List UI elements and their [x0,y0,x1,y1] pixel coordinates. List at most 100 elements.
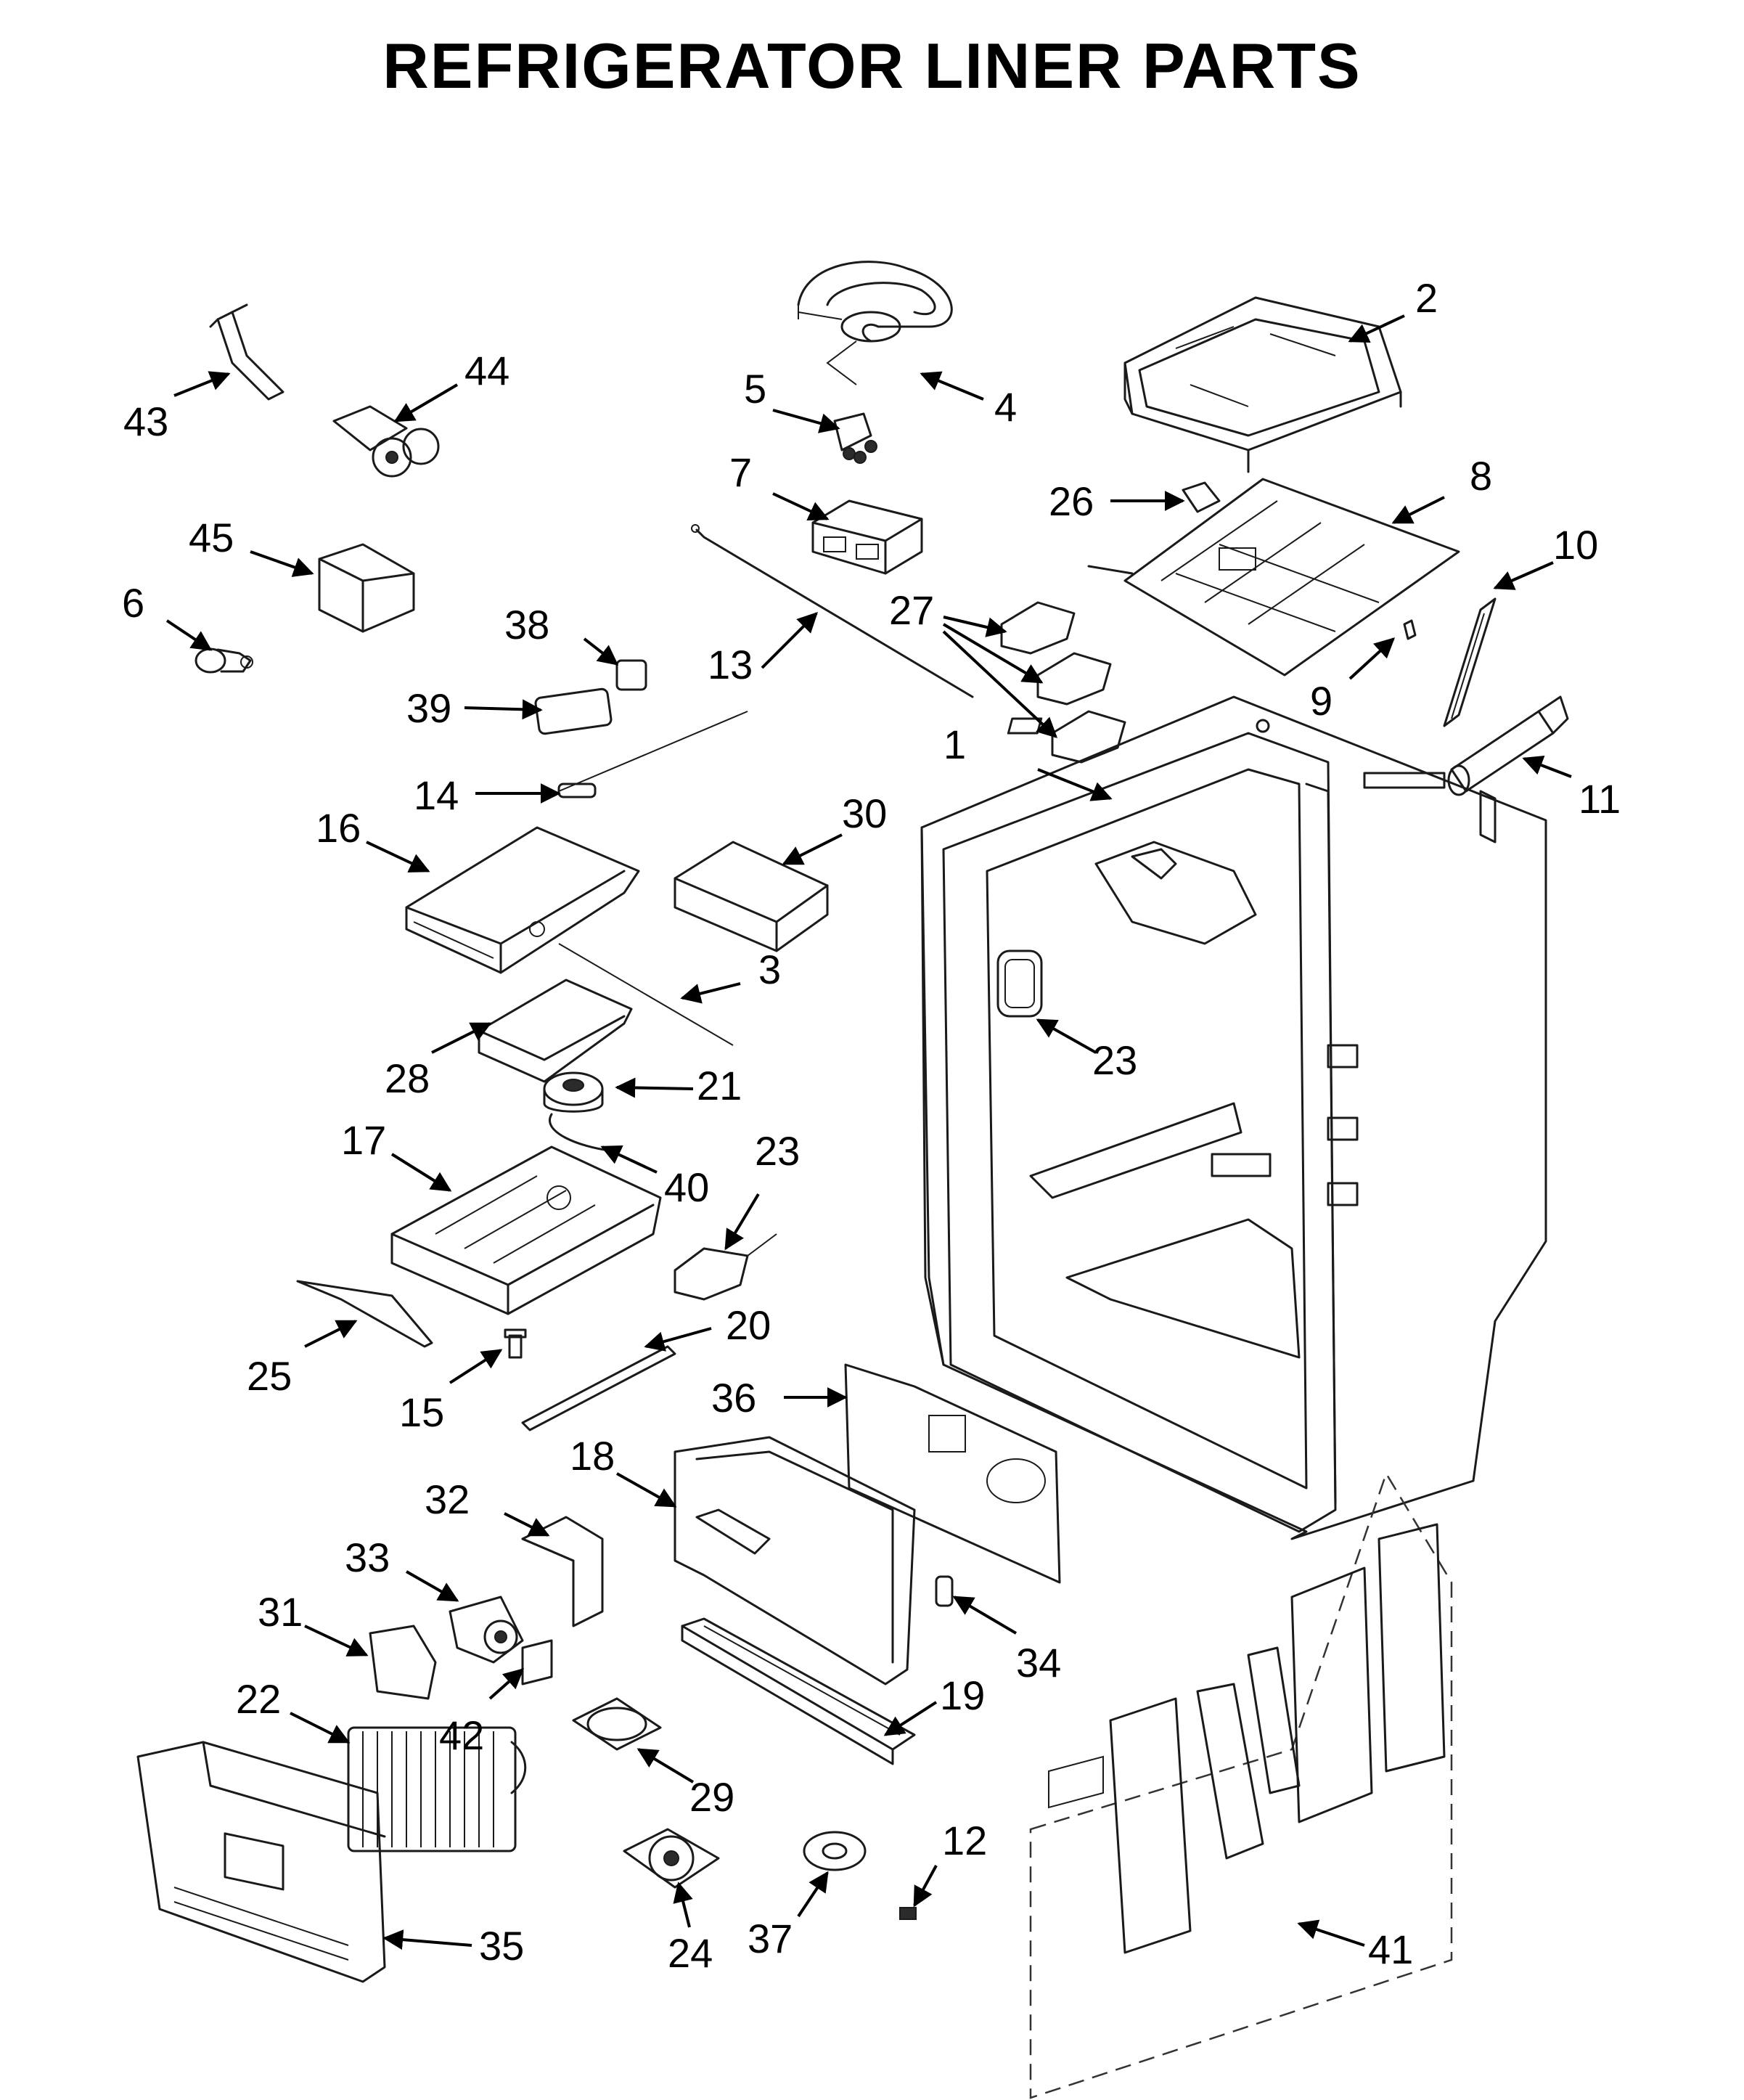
leader-16 [366,841,430,873]
callout-24: 24 [668,1930,713,1976]
callout-17: 17 [341,1117,386,1163]
part-28-bracket [478,978,633,1083]
part-33-motor [449,1596,524,1664]
callout-4: 4 [994,384,1017,430]
callout-35: 35 [479,1923,524,1969]
callout-19: 19 [940,1672,985,1718]
part-40-hose [549,1113,611,1152]
callout-11: 11 [1579,776,1621,822]
part-36-panel [844,1363,1061,1584]
part-37-ring [803,1831,867,1871]
callout-18: 18 [570,1433,615,1479]
callout-41: 41 [1368,1927,1413,1972]
callout-34: 34 [1016,1640,1061,1686]
leader-4 [920,371,984,401]
part-14-sensor [557,711,748,798]
leader-27a [943,616,1007,637]
callout-38: 38 [504,602,549,647]
leader-29 [636,1748,695,1784]
callout-39: 39 [406,685,451,731]
leader-17 [390,1153,452,1192]
part-34-clip [935,1575,954,1607]
leader-43 [173,371,231,397]
callout-30: 30 [842,790,887,836]
callout-28: 28 [385,1055,430,1101]
callout-29: 29 [689,1774,734,1820]
callout-36: 36 [711,1375,756,1421]
part-43-tube [209,303,284,401]
callout-13: 13 [708,642,753,687]
leader-19 [883,1701,938,1736]
leader-34 [952,1596,1018,1635]
part-31-foam [369,1625,437,1700]
part-21-fan [543,1071,604,1113]
leader-39 [464,699,543,720]
callout-12: 12 [942,1818,987,1863]
callout-44: 44 [464,348,509,393]
callout-16: 16 [316,805,361,851]
part-6-fitting [195,647,253,674]
leader-10 [1493,561,1554,590]
callout-3: 3 [758,947,781,992]
part-1-liner [920,695,1547,1540]
part-44-valve [332,405,440,478]
leader-22 [290,1712,351,1744]
leader-45 [250,550,314,577]
leader-5 [772,409,840,433]
part-7-housing [811,499,923,575]
leader-7 [772,492,830,521]
leader-37 [797,1871,829,1918]
leader-28 [431,1022,492,1054]
callout-33: 33 [345,1535,390,1580]
leader-31 [304,1625,369,1656]
callout-7: 7 [729,449,752,495]
part-39-gasket [534,687,613,735]
leader-1 [1037,768,1113,801]
leader-9 [1348,637,1396,680]
callout-32: 32 [425,1476,470,1522]
leader-41 [1297,1919,1365,1947]
callout-labels: 1 2 3 4 5 6 7 8 9 10 11 12 13 14 15 16 1… [122,275,1621,1976]
part-29-shroud [572,1697,662,1751]
callout-23a: 23 [1092,1037,1137,1083]
part-2-frame [1123,296,1402,473]
leader-8 [1391,496,1445,524]
callout-10: 10 [1553,522,1598,568]
part-3-wire [558,943,734,1046]
leader-33 [406,1570,459,1602]
callout-45: 45 [189,515,234,560]
callout-40: 40 [664,1164,709,1210]
part-19-trough [681,1617,916,1765]
part-35-evap-cover [136,1741,386,1983]
part-15-screw [504,1328,527,1359]
callout-31: 31 [258,1589,303,1635]
part-12-connector [899,1907,917,1920]
leader-27c [942,630,1058,738]
callout-15: 15 [399,1389,444,1435]
leader-32 [504,1512,550,1537]
callout-43: 43 [123,399,168,444]
leader-21 [615,1077,694,1098]
callout-27: 27 [889,587,934,633]
leader-18 [616,1472,677,1508]
part-26-block [1182,481,1221,513]
leader-12 [913,1865,938,1908]
callout-21: 21 [697,1063,742,1108]
leader-42 [488,1668,525,1700]
callout-26: 26 [1049,478,1094,524]
callout-9: 9 [1310,678,1332,724]
leader-3 [680,982,741,1004]
callout-1: 1 [943,722,966,767]
callout-2: 2 [1415,275,1438,321]
leader-13 [761,612,818,669]
callout-23b: 23 [755,1128,800,1174]
part-23-light-module-b [674,1233,777,1301]
part-13-rod [691,524,974,698]
leader-35 [382,1929,472,1950]
leader-6 [165,619,213,651]
part-22-evaporator [347,1726,527,1852]
leader-15 [449,1349,503,1384]
leader-23b [724,1193,760,1251]
